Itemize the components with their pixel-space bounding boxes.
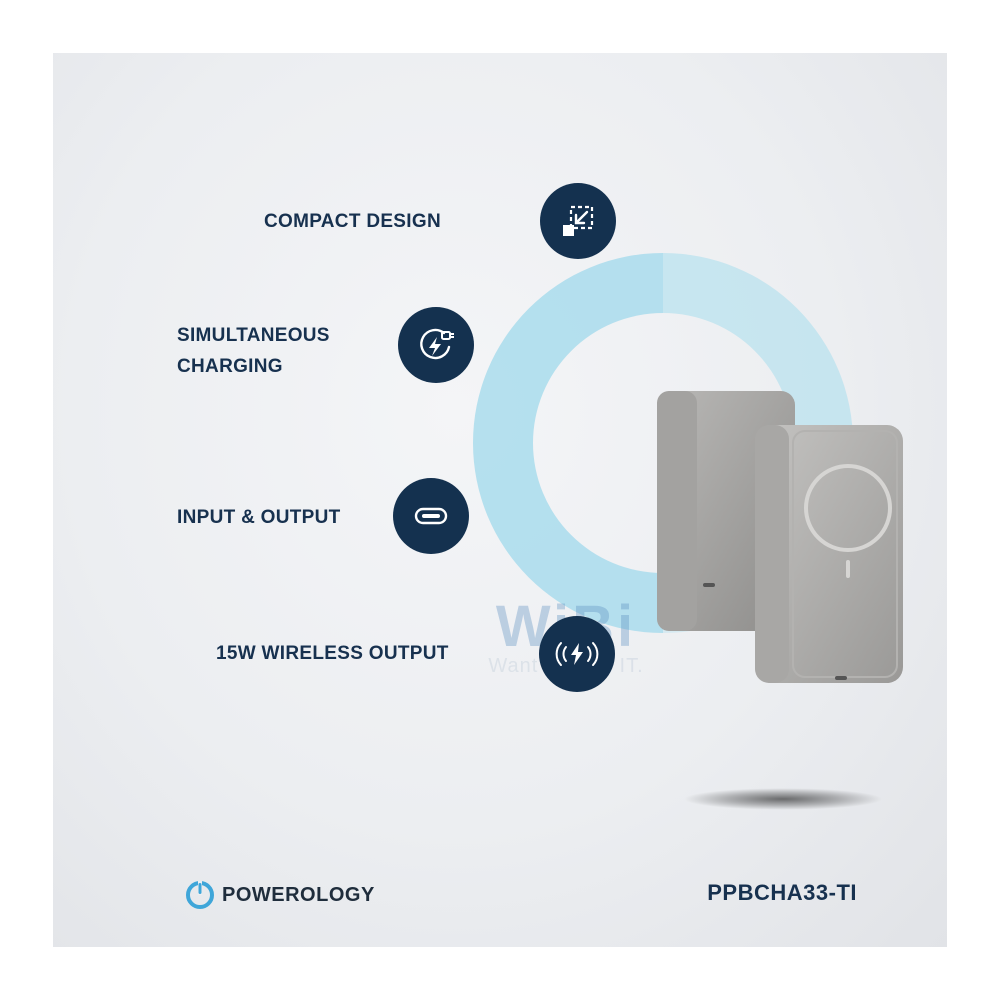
product-card: WiBi Want IT. Buy IT. COMPACT DESIGN SIM… [53,53,947,947]
compact-arrow-icon [540,183,616,259]
power-bank-image [657,391,903,683]
feature-label-simultaneous-charging: SIMULTANEOUS CHARGING [177,325,330,377]
model-number: PPBCHA33-TI [707,880,857,905]
feature-label-wireless-output: 15W WIRELESS OUTPUT [216,643,449,664]
brand-block: POWEROLOGY [186,881,375,909]
powerology-logo [186,881,214,909]
usb-c-port-icon [393,478,469,554]
feature-label-input-output: INPUT & OUTPUT [177,507,341,528]
wireless-charging-icon [539,616,615,692]
product-shadow [683,788,883,810]
brand-name: POWEROLOGY [222,883,375,906]
plug-bolt-icon [398,307,474,383]
feature-label-compact-design: COMPACT DESIGN [264,211,441,232]
